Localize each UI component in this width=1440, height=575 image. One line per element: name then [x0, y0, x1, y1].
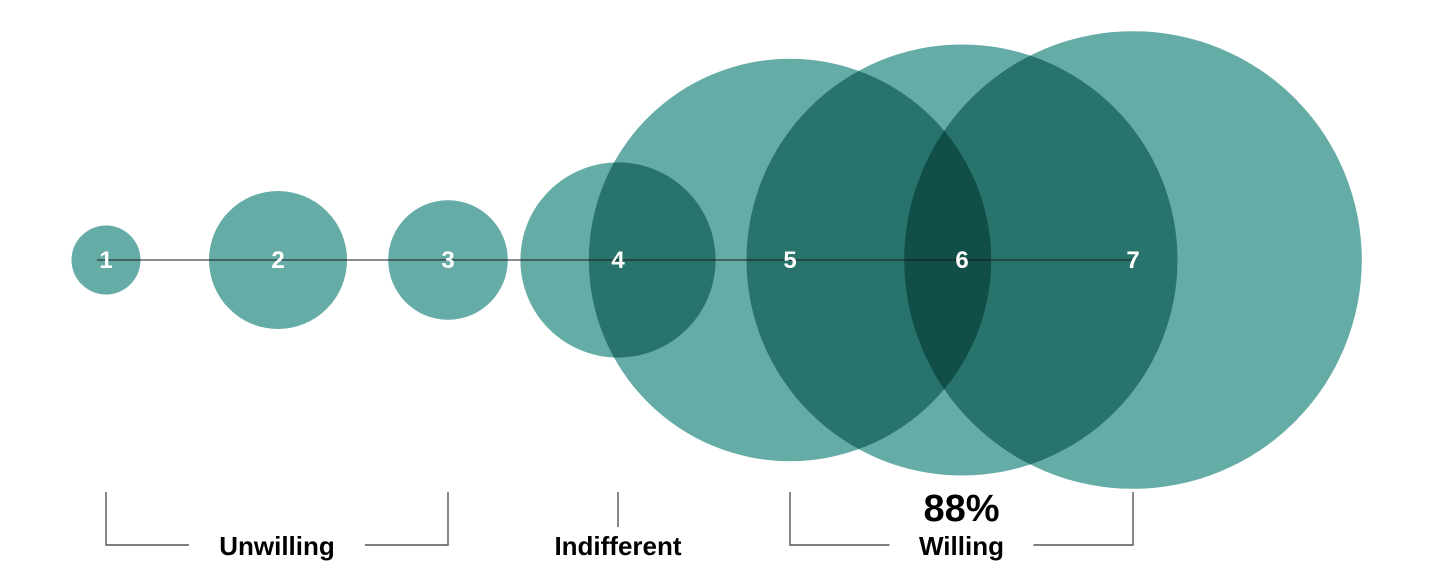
scale-number-1: 1	[99, 247, 112, 274]
bracket-unwilling-right	[365, 492, 449, 546]
scale-number-5: 5	[783, 247, 796, 274]
group-percent-willing: 88%	[923, 488, 999, 530]
scale-number-3: 3	[441, 247, 454, 274]
bracket-willing-left	[789, 492, 890, 546]
bracket-unwilling-left	[105, 492, 189, 546]
bracket-willing-right	[1033, 492, 1134, 546]
scale-number-2: 2	[271, 247, 284, 274]
scale-number-6: 6	[955, 247, 968, 274]
scale-numbers-layer: 1 2 3 4 5 6 7	[99, 247, 1139, 274]
group-brackets-layer	[105, 492, 1134, 546]
scale-number-4: 4	[611, 247, 625, 274]
group-label-indifferent: Indifferent	[554, 531, 681, 561]
group-label-unwilling: Unwilling	[219, 531, 335, 561]
group-label-willing: Willing	[919, 531, 1004, 561]
scale-number-7: 7	[1126, 247, 1139, 274]
